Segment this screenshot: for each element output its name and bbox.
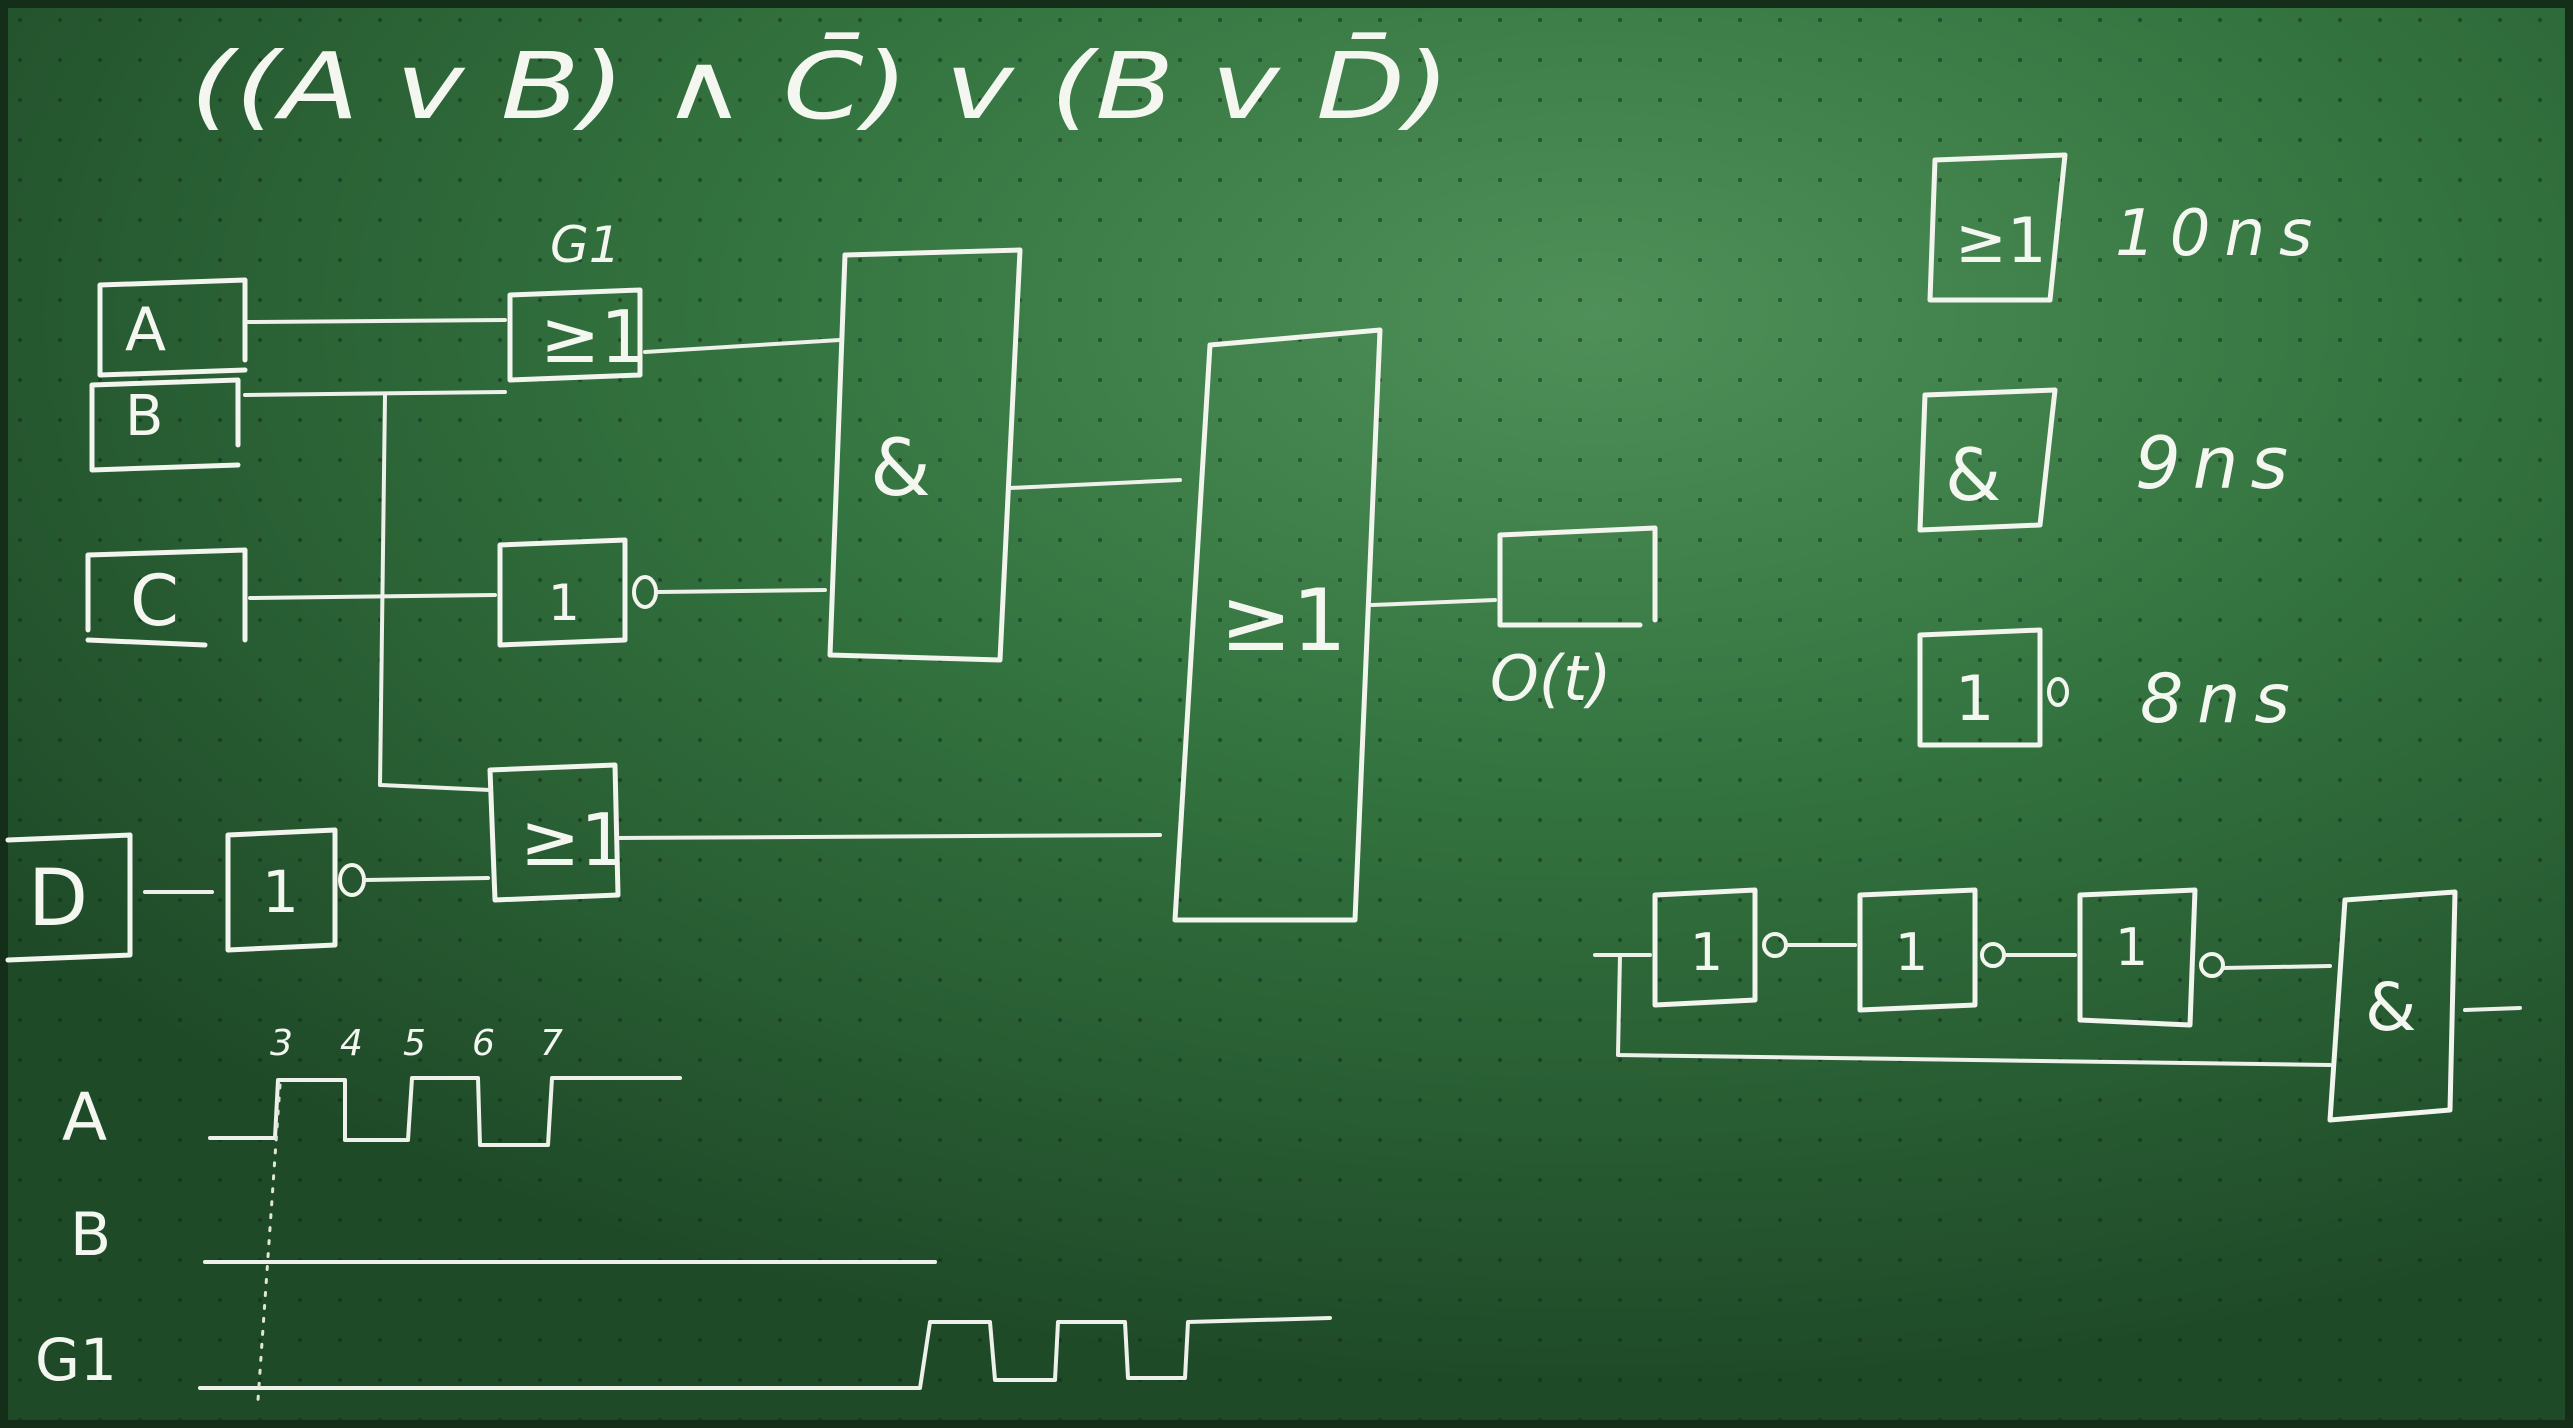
- legend-not: 1 8ns: [1917, 627, 2304, 748]
- gate-not-c: 1: [497, 537, 658, 648]
- gate-not-c-symbol: 1: [548, 574, 580, 632]
- input-d-label: D: [28, 854, 88, 944]
- gate-not-d-symbol: 1: [262, 858, 299, 926]
- gate-or-bd: ≥1: [487, 762, 626, 903]
- timing-label-a: A: [62, 1079, 107, 1156]
- timing-label-g1: G1: [35, 1326, 117, 1394]
- timing-diagram: 3 4 5 6 7 A B G1: [35, 1023, 1332, 1402]
- input-b-label: B: [125, 384, 163, 449]
- timing-tick-5: 5: [403, 1023, 426, 1064]
- input-b: B: [89, 377, 241, 473]
- input-d: D: [5, 832, 133, 963]
- gate-or-final: ≥1: [1172, 327, 1383, 923]
- gate-and-symbol: &: [870, 424, 931, 514]
- legend-or-symbol: ≥1: [1955, 204, 2046, 277]
- inverter-2-symbol: 1: [1895, 923, 1928, 983]
- legend-or: ≥1 10ns: [1927, 152, 2326, 303]
- boolean-expression: ((A v B) ∧ C̄) v (B v D̄): [190, 32, 1450, 140]
- legend-and-delay: 9ns: [2135, 421, 2300, 505]
- timing-tick-4: 4: [340, 1023, 363, 1064]
- legend-and-symbol: &: [1945, 433, 2001, 517]
- timing-tick-7: 7: [540, 1023, 563, 1064]
- timing-wave-g1: [198, 1316, 1332, 1390]
- legend-or-delay: 10ns: [2115, 197, 2326, 271]
- gate-or-bd-symbol: ≥1: [520, 798, 626, 882]
- input-a: A: [97, 277, 248, 378]
- timing-cursor: [256, 1083, 282, 1402]
- timing-label-b: B: [70, 1200, 111, 1270]
- legend: ≥1 10ns & 9ns 1 8ns: [1917, 152, 2326, 748]
- legend-not-symbol: 1: [1955, 662, 1994, 735]
- legend-not-bubble: [2047, 677, 2069, 707]
- circuit-wires: [143, 318, 1497, 894]
- inverter-1: 1: [1652, 887, 1788, 1008]
- inverter-3: 1: [2077, 887, 2225, 1028]
- chain-and-symbol: &: [2365, 969, 2416, 1046]
- legend-and: & 9ns: [1917, 387, 2300, 533]
- inverter-1-symbol: 1: [1690, 923, 1723, 983]
- timing-tick-3: 3: [270, 1023, 293, 1064]
- gate-g1-symbol: ≥1: [540, 295, 646, 379]
- inverter-2: 1: [1857, 887, 2006, 1013]
- input-c-label: C: [130, 560, 179, 642]
- timing-wave-a: [208, 1076, 682, 1147]
- timing-tick-6: 6: [472, 1023, 495, 1064]
- gate-not-d: 1: [225, 827, 366, 953]
- chain-and-gate: &: [2327, 889, 2458, 1123]
- inverter-3-symbol: 1: [2115, 918, 2148, 978]
- input-c: C: [85, 547, 248, 648]
- inverter-chain: 1 1 1 &: [1593, 887, 2522, 1123]
- gate-g1-or: ≥1: [507, 287, 646, 383]
- gate-and: &: [827, 247, 1023, 663]
- inverter-3-bubble: [2199, 952, 2225, 978]
- output-label: O(t): [1490, 642, 1612, 715]
- legend-not-delay: 8ns: [2140, 660, 2304, 739]
- output-box: O(t): [1490, 525, 1658, 715]
- gate-or-final-symbol: ≥1: [1220, 571, 1347, 671]
- gate-g1-label: G1: [550, 216, 621, 274]
- input-a-label: A: [125, 295, 166, 365]
